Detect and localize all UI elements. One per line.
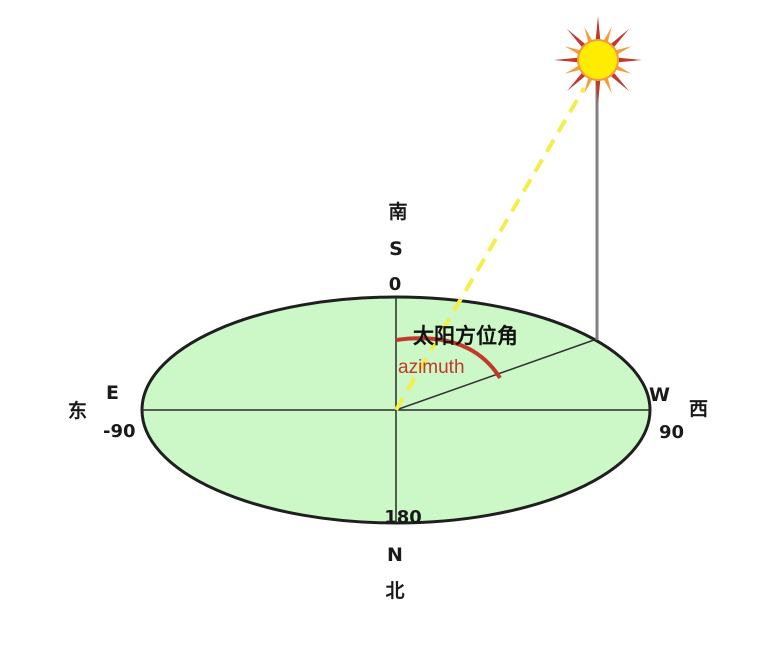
south-degree: 0 — [388, 274, 402, 295]
west-label-letter: W — [649, 384, 670, 406]
sun-icon — [554, 16, 642, 104]
east-label-cn: 东 — [68, 400, 88, 422]
sun-petal — [608, 28, 630, 50]
azimuth-label-cn: 太阳方位角 — [413, 324, 518, 348]
azimuth-arc — [395, 336, 502, 380]
sun-petal — [584, 26, 594, 45]
sun-petal — [602, 75, 612, 94]
north-label-letter: N — [387, 544, 403, 566]
south-label-cn: 南 — [388, 201, 408, 223]
azimuth-label-en: azimuth — [398, 357, 465, 378]
west-degree: 90 — [659, 422, 685, 443]
sun-ray — [394, 86, 586, 412]
north-degree: 180 — [384, 507, 422, 528]
sun-petal — [613, 46, 632, 56]
sun-petal — [608, 70, 630, 92]
east-label-letter: E — [106, 382, 119, 404]
sun-petal — [554, 57, 581, 63]
sun-petal — [602, 26, 612, 45]
sun-petal — [564, 64, 583, 74]
sun-petal — [566, 28, 588, 50]
sun-projection-line — [395, 339, 595, 411]
sun-petal — [584, 75, 594, 94]
north-label-cn: 北 — [385, 580, 405, 602]
sun-petal — [595, 16, 601, 43]
sun-petal — [566, 70, 588, 92]
sun-petal — [595, 77, 601, 104]
west-label-cn: 西 — [689, 398, 709, 420]
sun-petal — [613, 64, 632, 74]
east-degree: -90 — [103, 421, 136, 442]
south-label-letter: S — [389, 238, 403, 260]
sun-petal — [564, 46, 583, 56]
sun-petal — [615, 57, 642, 63]
